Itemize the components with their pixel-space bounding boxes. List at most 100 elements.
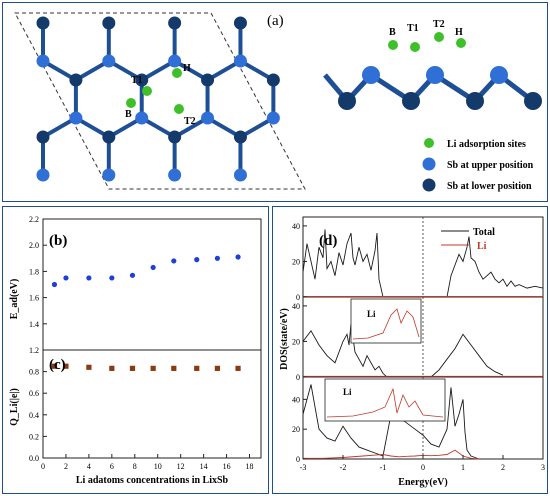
ytick-label-c: 0.2 — [29, 432, 39, 441]
ytick-label-d: 20 — [292, 425, 300, 434]
sb-upper-atom — [233, 168, 247, 182]
sb-lower-atom — [338, 92, 356, 110]
xtick-label-d: 3 — [541, 463, 545, 472]
inset-bottom-li-curve — [326, 387, 444, 418]
data-point-c — [214, 365, 220, 371]
data-point-b — [235, 254, 241, 260]
data-point-b — [150, 264, 156, 271]
data-point-c — [194, 365, 200, 371]
ytick-label-b: 2.2 — [29, 215, 39, 224]
panel-a-label: (a) — [267, 13, 284, 29]
inset-middle-label: Li — [367, 309, 376, 319]
data-point-b — [51, 281, 58, 288]
xtick-label-c: 4 — [87, 462, 91, 471]
sb-upper-atom — [490, 66, 508, 84]
series-charge-transfer — [51, 363, 241, 371]
data-point-b — [129, 272, 136, 278]
data-point-c — [171, 365, 177, 371]
sb-lower-atom — [402, 92, 420, 110]
ytick-label-c: 0.0 — [29, 454, 39, 463]
sb-lower-atom — [266, 73, 280, 87]
data-point-b — [109, 275, 115, 281]
sb-lower-atom — [466, 92, 484, 110]
data-point-c — [150, 365, 156, 371]
legend-total-label: Total — [473, 227, 495, 238]
ytick-label-d: 40 — [292, 395, 300, 404]
xtick-label-d: 1 — [461, 463, 465, 472]
xtick-label-c: 6 — [110, 462, 114, 471]
ylabel-b: E_ad(eV) — [9, 279, 20, 320]
data-point-b — [86, 275, 92, 281]
site-label-t2: T2 — [184, 116, 196, 127]
site-label-t1: T1 — [131, 75, 143, 86]
sb-lower-atom — [233, 16, 247, 30]
li-site-atom — [410, 42, 420, 52]
li-site-atom — [172, 68, 182, 78]
ytick-label-d: 20 — [292, 257, 300, 266]
data-point-c — [109, 365, 115, 371]
unit-cell-outline — [14, 12, 306, 190]
xtick-label-d: -1 — [380, 463, 387, 472]
li-site-atom — [126, 98, 136, 108]
data-point-c — [51, 363, 58, 369]
li-site-atom — [456, 38, 466, 48]
xtick-label-d: 0 — [421, 463, 425, 472]
legend-li-label: Li adsorption sites — [447, 139, 526, 150]
xtick-label-d: 2 — [501, 463, 505, 472]
sb-lower-atom — [201, 73, 215, 87]
data-point-b — [171, 258, 177, 264]
sb-lower-atom — [69, 73, 83, 87]
sb-upper-atom — [168, 54, 182, 68]
ytick-label-d: 40 — [292, 222, 300, 231]
data-point-c — [63, 363, 69, 369]
sb-lower-atom — [36, 130, 50, 144]
sb-upper-atom — [168, 168, 182, 182]
xtick-label-c: 0 — [41, 462, 45, 471]
xtick-label-c: 10 — [154, 462, 162, 471]
sb-lower-atom — [168, 16, 182, 30]
ytick-label-b: 1.4 — [29, 320, 39, 329]
xlabel-d: Energy(eV) — [398, 477, 447, 488]
panel-d-label: (d) — [319, 233, 337, 249]
legend-sb-lower-swatch — [422, 178, 436, 192]
ytick-label-c: 0.4 — [29, 411, 39, 420]
legend-sb-upper-label: Sb at upper position — [447, 160, 534, 171]
data-point-b — [194, 257, 200, 263]
sb-lower-atom — [102, 16, 116, 30]
inset-bottom — [324, 378, 446, 422]
dos-series-total — [302, 384, 480, 460]
plot-frame-c — [42, 349, 262, 459]
xtick-label-c: 8 — [133, 462, 137, 471]
ylabel-c: Q_Li(|e|) — [9, 388, 20, 426]
sb-lower-atom — [135, 73, 149, 87]
panel-a: (a) T1 H B T2 B T1 T2 H Li adsorption si… — [2, 2, 548, 202]
sb-upper-atom — [233, 54, 247, 68]
plot-frame-b — [42, 218, 262, 351]
dos-series-total — [302, 229, 544, 298]
xlabel-bc: Li adatoms concentrations in LixSb — [76, 475, 229, 486]
xtick-label-d: -2 — [340, 463, 347, 472]
ytick-label-b: 1.8 — [29, 267, 39, 276]
sb-upper-atom — [36, 168, 50, 182]
legend-sb-upper-swatch — [422, 157, 436, 171]
sb-upper-atom — [135, 111, 149, 125]
li-site-atom — [434, 32, 444, 42]
sb-upper-atom — [266, 111, 280, 125]
ytick-label-d: 20 — [292, 337, 300, 346]
inset-middle — [350, 298, 422, 344]
ytick-label-c: 0.6 — [29, 389, 39, 398]
side-site-label-h: H — [455, 27, 463, 38]
lattice-side-view — [323, 32, 542, 110]
sb-lower-atom — [36, 16, 50, 30]
ytick-label-d: 0 — [296, 455, 300, 464]
li-site-atom — [388, 40, 398, 50]
data-point-c — [129, 365, 136, 371]
xtick-label-c: 12 — [177, 462, 185, 471]
xtick-label-c: 2 — [64, 462, 68, 471]
sb-upper-atom — [201, 111, 215, 125]
ytick-label-d: 0 — [296, 293, 300, 302]
inset-middle-li-curve — [352, 308, 420, 340]
